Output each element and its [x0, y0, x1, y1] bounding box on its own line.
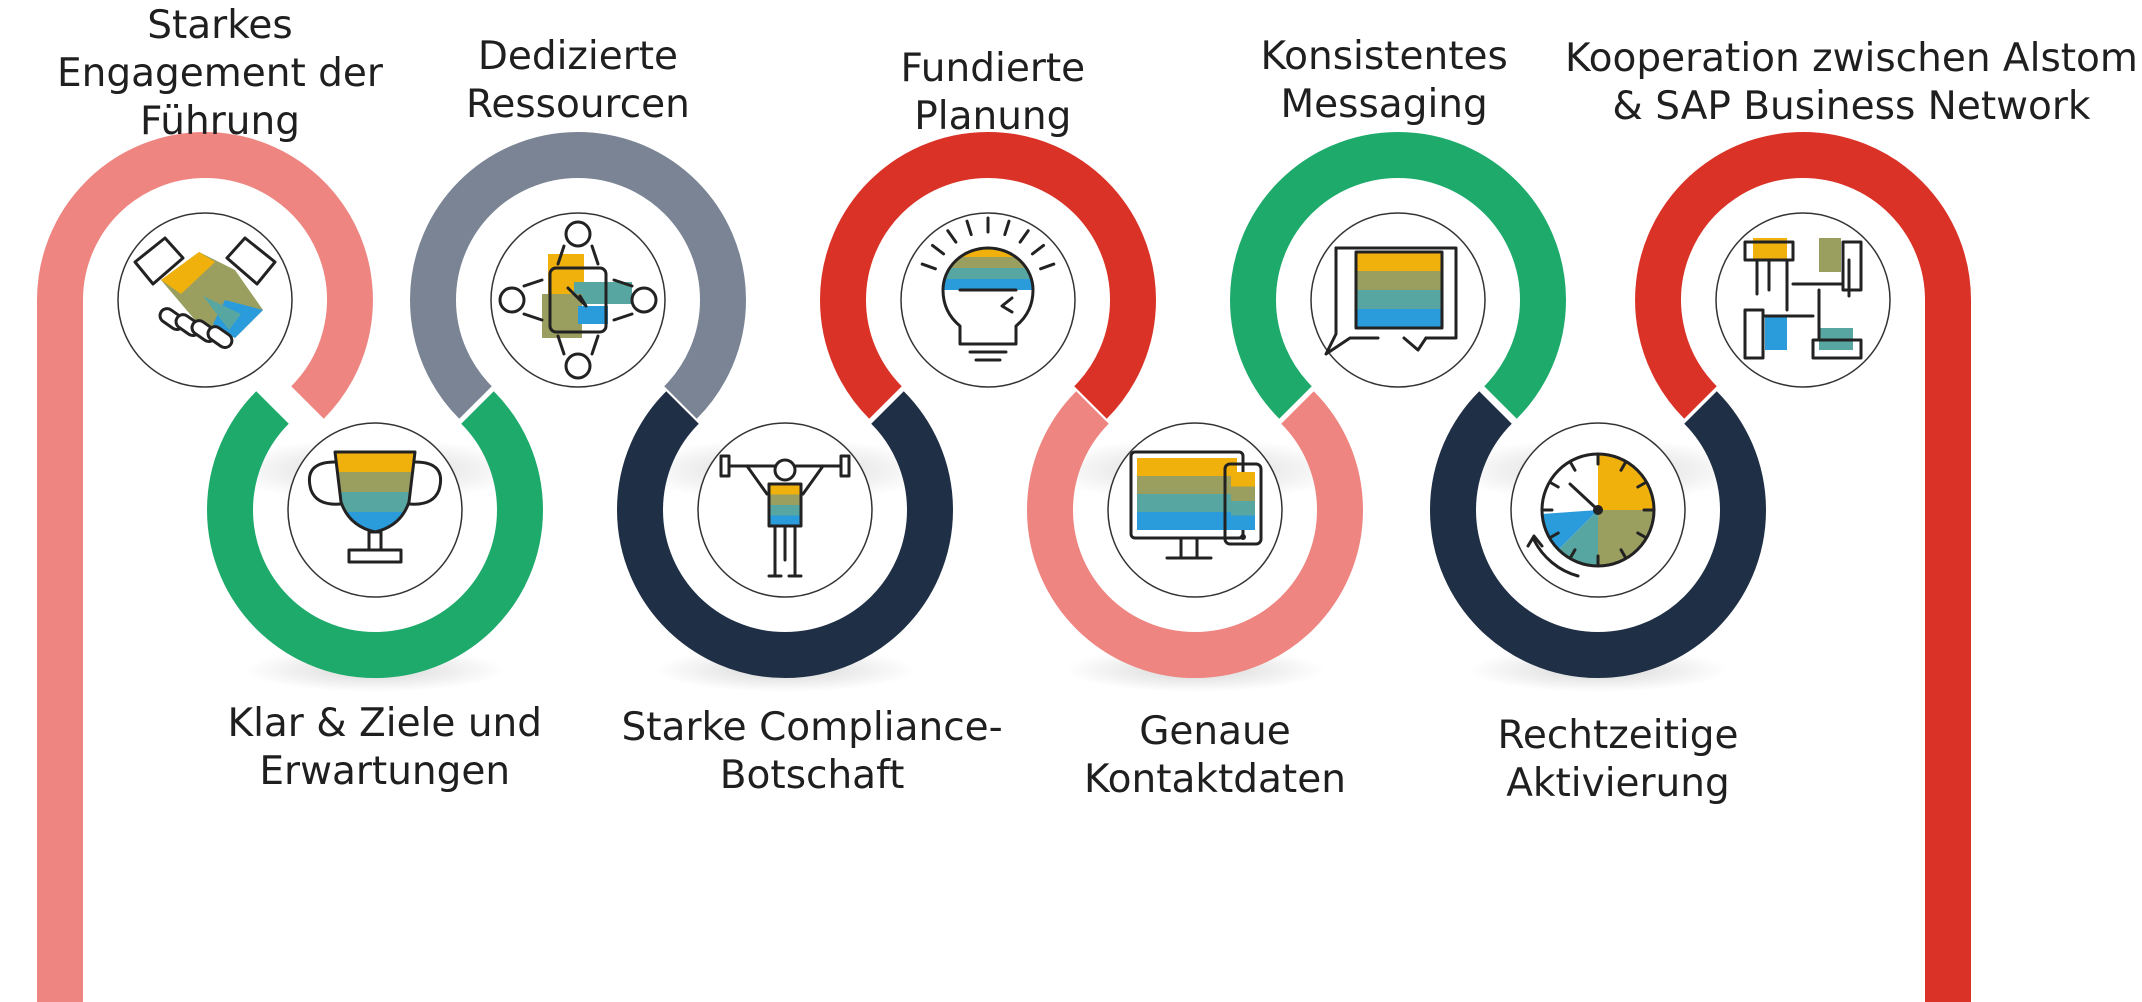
- label-starke-compliance: Starke Compliance-Botschaft: [622, 704, 1003, 800]
- ring-starke-compliance: [617, 391, 953, 678]
- label-line: Führung: [139, 99, 300, 144]
- ring-genaue-kontaktdaten: [1027, 391, 1363, 678]
- ring-fundierte-planung: [820, 132, 1156, 419]
- handshake-icon: [117, 212, 293, 388]
- label-line: Messaging: [1280, 82, 1488, 127]
- label-line: Fundierte: [900, 46, 1086, 91]
- label-line: Erwartungen: [259, 749, 511, 794]
- entry-track: [37, 132, 206, 1002]
- label-line: Starke Compliance-: [621, 705, 1003, 750]
- label-line: Dedizierte: [477, 34, 679, 79]
- label-line: Starkes: [147, 3, 293, 48]
- stopwatch-icon: [1510, 422, 1686, 598]
- label-line: Genaue: [1139, 709, 1291, 754]
- label-line: Aktivierung: [1506, 761, 1730, 806]
- label-line: Engagement der: [57, 51, 383, 96]
- label-line: Klar & Ziele und: [227, 701, 543, 746]
- label-line: Botschaft: [719, 753, 905, 798]
- ring-dedizierte-ressourcen: [410, 132, 746, 419]
- label-line: & SAP Business Network: [1612, 84, 2091, 129]
- exit-track: [1802, 132, 1971, 1002]
- weightlifter-icon: [697, 422, 873, 598]
- joined-hands-icon: [1715, 212, 1891, 388]
- lightbulb-head-icon: [900, 212, 1076, 388]
- ring-kooperation: [1635, 132, 1804, 419]
- ring-starkes-engagement: [204, 132, 373, 419]
- icon-layer: [117, 212, 1891, 598]
- team-meeting-icon: [490, 212, 666, 388]
- chat-bubble-icon: [1310, 212, 1486, 388]
- label-line: Kooperation zwischen Alstom: [1565, 36, 2138, 81]
- ring-klar-ziele: [207, 391, 543, 678]
- trophy-icon: [287, 422, 463, 598]
- label-line: Kontaktdaten: [1084, 757, 1346, 802]
- ring-track: [37, 132, 1971, 1002]
- ring-rechtzeitige-aktivierung: [1430, 391, 1766, 678]
- label-kooperation: Kooperation zwischen Alstom& SAP Busines…: [1565, 35, 2138, 131]
- label-line: Rechtzeitige: [1497, 713, 1739, 758]
- ring-konsistentes-messaging: [1230, 132, 1566, 419]
- label-line: Konsistentes: [1260, 34, 1508, 79]
- devices-icon: [1107, 422, 1283, 598]
- label-line: Ressourcen: [466, 82, 690, 127]
- label-line: Planung: [914, 94, 1072, 139]
